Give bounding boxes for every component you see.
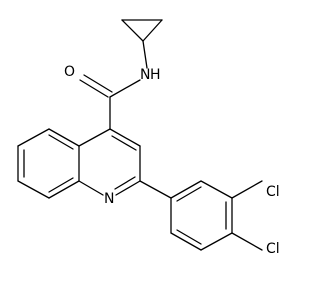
bond-carbonyl-double-1: [79, 79, 109, 98]
quinoline-pyridine-ring: [78, 128, 141, 196]
bond-c4a-c4: [78, 128, 111, 147]
label-bg-oxygen: [63, 62, 79, 80]
chloro-upper-label: Cl: [266, 184, 280, 200]
bond-c4-c3-outer: [109, 128, 141, 147]
carbonyl-oxygen-label: O: [64, 64, 75, 80]
bond-c2-n1-outer: [115, 180, 141, 196]
bond-ph-c4-c5: [200, 232, 233, 251]
bond-c5-c6: [17, 128, 50, 147]
bond-c8-c8a-inner: [48, 177, 74, 193]
bond-c4-c3-inner: [111, 135, 137, 151]
bond-ph-c1-c2-inner: [176, 186, 202, 202]
dichlorophenyl-ring: [170, 180, 233, 251]
bond-c2-n1-inner: [114, 176, 136, 190]
bond-n1-c8a: [78, 180, 104, 196]
quinoline-nitrogen-label: N: [104, 191, 114, 207]
bond-cyclopropyl-3: [142, 19, 163, 42]
bond-c7-c8: [17, 180, 50, 199]
bond-cyclopropyl-nh: [142, 40, 148, 69]
bond-ph-c4-cl: [231, 232, 263, 251]
bond-c4a-c5-inner: [48, 134, 74, 150]
amide-nitrogen-label: N: [140, 67, 150, 83]
chloro-lower-label: Cl: [266, 241, 280, 257]
bond-c4a-c5-outer: [48, 128, 80, 147]
quinoline-benzo-ring: [17, 128, 80, 199]
bond-nh-carbonyl: [109, 79, 141, 98]
bond-cyclopropyl-2: [121, 19, 144, 42]
bond-ph-c3-cl: [231, 180, 263, 199]
bond-ph-c1-c2-outer: [170, 180, 202, 199]
amide-group: [79, 40, 148, 130]
cyclopropyl-ring: [121, 19, 163, 42]
atom-labels: O N H N Cl Cl: [63, 62, 280, 257]
bond-ph-c5-c6-outer: [170, 232, 202, 251]
bond-carbonyl-double-2: [83, 74, 113, 93]
chemical-structure-diagram: O N H N Cl Cl: [17, 19, 280, 257]
amide-hydrogen-label: H: [150, 67, 161, 83]
bond-c2-phenyl: [139, 180, 172, 199]
bond-c8-c8a-outer: [48, 180, 80, 199]
bond-ph-c2-c3: [200, 180, 233, 199]
bond-ph-c5-c6-inner: [176, 229, 202, 245]
